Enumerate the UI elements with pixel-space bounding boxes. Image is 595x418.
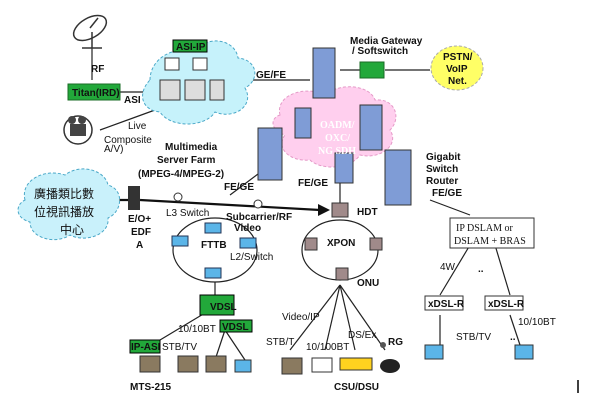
svg-text:DSLAM + BRAS: DSLAM + BRAS: [454, 236, 526, 247]
xdsl-r-right-box: [484, 295, 524, 311]
svg-text:E/O+: E/O+: [128, 214, 151, 225]
core-servers: [257, 47, 412, 206]
svg-text:Video: Video: [234, 223, 261, 234]
tv-icons-left: [139, 355, 252, 373]
mts-label: MTS-215: [130, 382, 172, 393]
live-composite-label: Live Composite A/V): [104, 121, 152, 155]
stb-tv-left-label: STB/TV: [162, 342, 197, 353]
fttb-label: FTTB: [201, 240, 227, 251]
svg-text:OADM/: OADM/: [320, 120, 355, 131]
media-gateway-box: [359, 61, 385, 79]
asi-label: ASI: [124, 95, 141, 106]
vdsl-label-1: VDSL: [210, 302, 237, 313]
xdsl-r-right-label: xDSL-R: [488, 299, 525, 310]
hdt-label: HDT: [357, 207, 378, 218]
ip-asi-box: [129, 339, 161, 354]
ten-100bt-mid-label: 10/100BT: [306, 342, 349, 353]
ge-fe-top-label: GE/FE: [256, 70, 286, 81]
svg-text:EDF: EDF: [131, 227, 151, 238]
rg-label: RG: [388, 337, 403, 348]
broadcast-center-cloud: [17, 168, 121, 240]
svg-text:Net.: Net.: [448, 76, 467, 87]
switch-icons: [171, 222, 257, 279]
fe-ge-left-label: FE/GE: [224, 182, 254, 193]
csu-dsu-label: CSU/DSU: [334, 382, 379, 393]
svg-text:中心: 中心: [60, 222, 84, 237]
xpon-nodes: [304, 237, 383, 281]
vdsl-label-2: VDSL: [222, 322, 249, 333]
svg-text:NG SDH: NG SDH: [318, 146, 356, 157]
dots-right: ..: [478, 264, 484, 275]
svg-text:OXC/: OXC/: [325, 133, 350, 144]
vdsl-box-1: [199, 294, 235, 316]
ip-asi-label: IP-ASI: [131, 342, 161, 353]
broadcast-center-label: 廣播類比數 位視訊播放 中心: [34, 187, 94, 237]
edfa-label: E/O+ EDF A: [128, 214, 151, 251]
multimedia-server-farm-label: Multimedia Server Farm (MPEG-4/MPEG-2): [138, 142, 224, 180]
svg-text:A: A: [136, 240, 143, 251]
subcarrier-label: Subcarrier/RF Video: [226, 212, 292, 234]
asi-ip-top-label: ASI-IP: [176, 42, 206, 53]
svg-text:Router: Router: [426, 176, 458, 187]
svg-text:IP DSLAM or: IP DSLAM or: [456, 223, 514, 234]
svg-text:廣播類比數: 廣播類比數: [34, 187, 94, 201]
server-pcs: [159, 57, 225, 101]
dsl-ex-label: DS/Ex: [348, 330, 376, 341]
rf-label: RF: [91, 64, 104, 75]
hdt-icon: [331, 202, 349, 218]
ip-dslam-box: [449, 217, 535, 249]
xdsl-r-left-box: [424, 295, 464, 311]
svg-text:Switch: Switch: [426, 164, 458, 175]
svg-text:Subcarrier/RF: Subcarrier/RF: [226, 212, 292, 223]
media-gateway-label: Media Gateway / Softswitch: [350, 36, 423, 57]
ten-100bt-right-label: 10/10BT: [518, 317, 556, 328]
connection-lines: [91, 48, 521, 361]
xdsl-r-left-label: xDSL-R: [428, 299, 465, 310]
gigabit-router-label: Gigabit Switch Router: [426, 152, 461, 187]
svg-text:Live: Live: [128, 121, 147, 132]
svg-text:Composite: Composite: [104, 135, 152, 146]
ten-100bt-left-label: 10/10BT: [178, 324, 216, 335]
svg-text:(MPEG-4/MPEG-2): (MPEG-4/MPEG-2): [138, 169, 224, 180]
onu-end-devices: [281, 342, 400, 375]
vdsl-box-2: [219, 319, 253, 333]
video-ip-label: Video/IP: [282, 312, 320, 323]
titan-ird-label: Titan(IRD): [72, 88, 120, 99]
l2-switch-label: L2/Switch: [230, 252, 273, 263]
satellite-dish-icon: [72, 14, 108, 49]
svg-text:Multimedia: Multimedia: [165, 142, 218, 153]
asi-ip-top-box: [172, 39, 208, 53]
l3-switch-label: L3 Switch: [166, 208, 209, 219]
pstn-bubble: [430, 45, 484, 91]
dots-bottom: ..: [510, 332, 516, 343]
svg-text:Gigabit: Gigabit: [426, 152, 461, 163]
optical-splitter-icons: [173, 192, 263, 209]
svg-text:Server Farm: Server Farm: [157, 155, 215, 166]
stb-tv-right-label: STB/TV: [456, 332, 491, 343]
titan-ird-box: [67, 83, 121, 101]
svg-text:A/V): A/V): [104, 144, 123, 155]
svg-text:PSTN/: PSTN/: [443, 52, 473, 63]
fe-ge-mid-label: FE/GE: [298, 178, 328, 189]
edfa-icon: [128, 186, 140, 210]
svg-text:位視訊播放: 位視訊播放: [34, 204, 94, 219]
oadm-label: OADM/ OXC/ NG SDH: [318, 120, 356, 157]
xpon-label: XPON: [327, 238, 355, 249]
video-camera-icon: [63, 115, 93, 145]
pstn-label: PSTN/ VoIP Net.: [443, 52, 473, 87]
svg-text:Media Gateway: Media Gateway: [350, 36, 423, 47]
fe-ge-right-label: FE/GE: [432, 188, 462, 199]
svg-text:/ Softswitch: / Softswitch: [352, 46, 408, 57]
stb-t-label: STB/T: [266, 337, 294, 348]
four-w-label: 4W: [440, 262, 456, 273]
svg-text:VoIP: VoIP: [446, 64, 468, 75]
ip-dslam-label: IP DSLAM or DSLAM + BRAS: [454, 223, 526, 247]
onu-label: ONU: [357, 278, 379, 289]
pc-icons-right: [424, 344, 534, 360]
